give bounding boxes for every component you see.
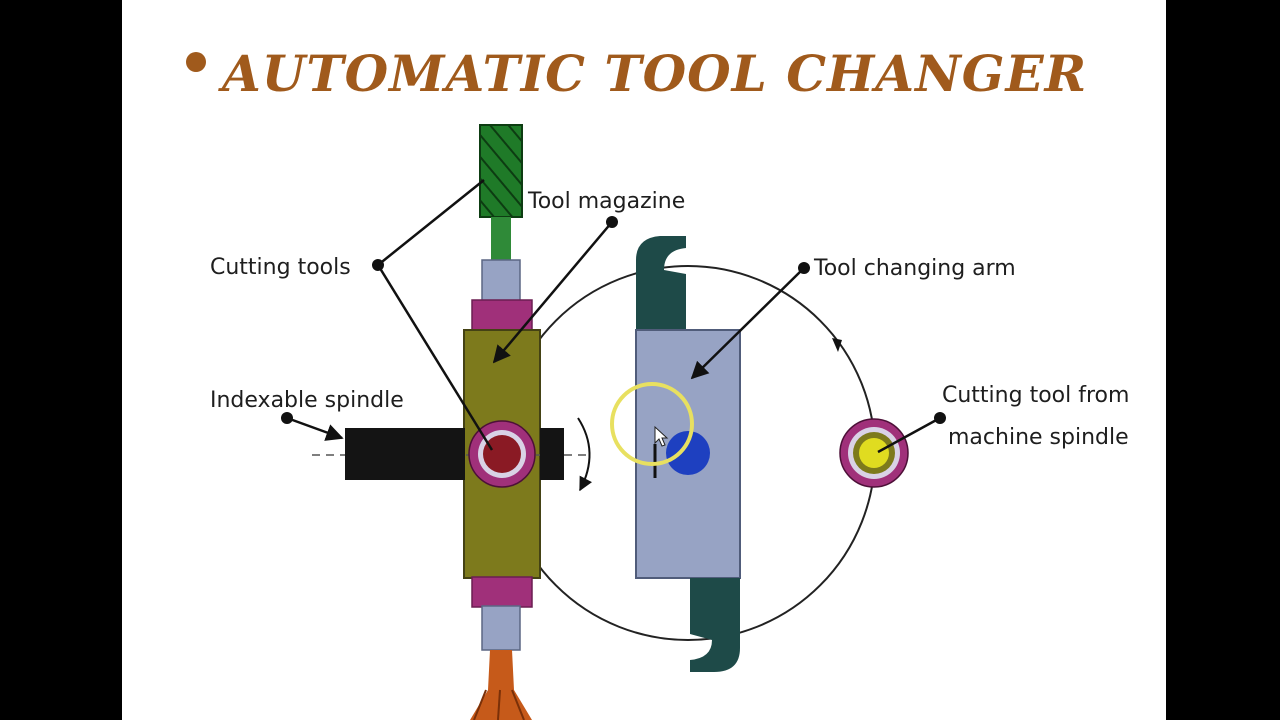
upper-holder: [481, 259, 521, 303]
leader-machine-spindle-tool: [877, 412, 946, 454]
lower-holder: [481, 605, 521, 651]
label-cutting-tool-from: Cutting tool from: [942, 383, 1129, 408]
hub-center: [483, 435, 521, 473]
label-cutting-tools: Cutting tools: [210, 255, 351, 280]
label-indexable-spindle: Indexable spindle: [210, 388, 404, 413]
lower-arm-hook: [690, 578, 740, 672]
label-machine-spindle: machine spindle: [948, 425, 1129, 450]
mouse-pointer-icon: [654, 425, 669, 447]
label-tool-changing-arm: Tool changing arm: [813, 256, 1016, 281]
leader-cutting-tools-upper: [372, 179, 485, 271]
leader-indexable-spindle: [281, 412, 344, 441]
lower-collar: [471, 576, 533, 608]
leader-tool-magazine: [492, 216, 618, 364]
machine-spindle-tool: [839, 418, 909, 488]
green-tool-shank: [491, 217, 511, 262]
slide-title: AUTOMATIC TOOL CHANGER: [222, 44, 1088, 103]
index-rotation-arrow: [577, 417, 593, 492]
arm-hub: [666, 431, 710, 475]
upper-arm-hook: [636, 236, 686, 330]
leader-cutting-tools-lower: [376, 264, 494, 451]
cursor-highlight-ring: [610, 382, 694, 466]
leader-tool-changing-arm: [690, 262, 810, 380]
tool-changing-arm: [635, 236, 741, 672]
label-tool-magazine: Tool magazine: [527, 189, 685, 214]
indexable-spindle-right: [540, 428, 564, 480]
rotation-arrow-marker: [832, 338, 842, 352]
chuck-cutter: [470, 650, 532, 720]
green-cutting-tool: [479, 124, 523, 218]
indexable-spindle-left: [345, 428, 465, 480]
title-bullet: [186, 52, 206, 72]
